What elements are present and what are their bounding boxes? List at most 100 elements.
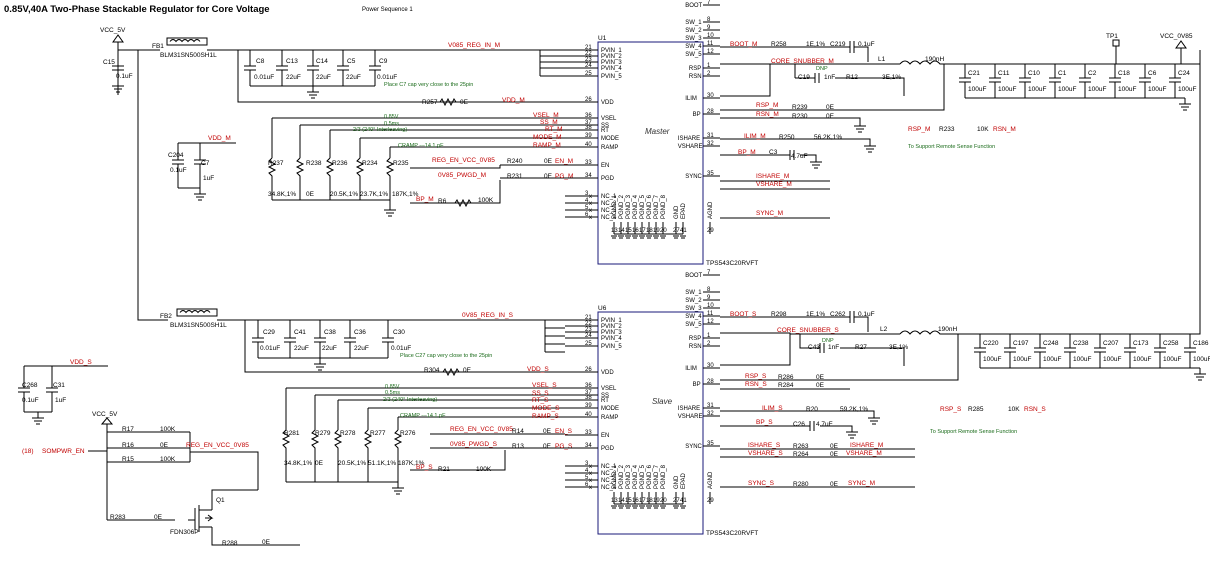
- r257-value: 0E: [460, 99, 469, 106]
- net-rsp-m: RSP_M: [756, 102, 778, 109]
- chip-u6-body[interactable]: [597, 311, 704, 535]
- net-boot-s: BOOT_S: [730, 311, 757, 318]
- net-boot-m: BOOT_M: [730, 41, 757, 48]
- output-cap-plates: [1004, 347, 1016, 353]
- output-cap-ref: C10: [1028, 70, 1040, 77]
- r278-ref: R278: [340, 430, 356, 437]
- u1-bottom-pin-name: PGND_2: [619, 194, 625, 219]
- r13-value: 0E: [543, 443, 552, 450]
- output-cap-plates: [1034, 347, 1046, 353]
- chip-u6-role: Slave: [652, 397, 673, 406]
- r288-ref: R288: [222, 540, 238, 547]
- r237-ref: R237: [268, 160, 284, 167]
- net-sync-s: SYNC_S: [748, 480, 775, 487]
- r236-ref: R236: [332, 160, 348, 167]
- output-cap-ref: C2: [1088, 70, 1097, 77]
- u6-pin-num: 7: [707, 270, 711, 276]
- c29-value: 0.01uF: [260, 345, 280, 352]
- c30-value: 0.01uF: [391, 345, 411, 352]
- u1-pin-name: NC_3: [601, 208, 617, 214]
- u1-bottom-pin-name: PGND_7: [654, 194, 660, 219]
- sheet-subtitle: Power Sequence 1: [362, 7, 413, 13]
- r230-value: 0E: [826, 113, 835, 120]
- u6-pin-name: SYNC: [685, 444, 702, 450]
- u1-gnd-symbol: [680, 235, 686, 239]
- c219-value: 0.1uF: [858, 41, 875, 48]
- r237-value: 34.8K,1%: [268, 191, 296, 198]
- u6-pin-num: 38: [585, 395, 592, 401]
- net-bp-m: BP_M: [738, 149, 756, 156]
- u6-bottom-pin-name: PGND_4: [633, 464, 639, 489]
- net-vdd-m: VDD_M: [502, 97, 525, 104]
- output-cap-plates: [989, 77, 1001, 83]
- r284-ref: R284: [778, 382, 794, 389]
- u6-pin-name: NC_2: [601, 471, 617, 477]
- u6-bottom-pin-num: 20: [660, 498, 667, 504]
- c41-value: 22uF: [294, 345, 309, 352]
- output-cap-ground: [965, 97, 1191, 111]
- u6-nc-mark: x: [589, 471, 592, 477]
- r6-value: 100K: [478, 197, 494, 204]
- c26-value: 4.7uF: [816, 421, 833, 428]
- u6-pin-num: 32: [707, 411, 714, 417]
- u6-pin-name: ILIM: [685, 366, 697, 372]
- r257-ref: R257: [422, 99, 438, 106]
- u6-pin-num: 3: [585, 461, 589, 467]
- u6-pin-num: 22: [585, 321, 592, 327]
- u6-pin-num: 25: [585, 341, 592, 347]
- u1-pin-num: 30: [707, 93, 714, 99]
- ferrite-bead-fb2: [176, 308, 218, 317]
- u6-gnd-symbol: [646, 505, 652, 509]
- u1-pin-num: 5: [585, 205, 589, 211]
- r304-value: 0E: [463, 367, 472, 374]
- u6-pin-name: RSN: [689, 344, 702, 350]
- chip-u1-body[interactable]: [597, 41, 704, 265]
- c15-value: 0.1uF: [116, 73, 133, 80]
- net-vsel-m: VSEL_M: [533, 112, 559, 119]
- r238-value: 0E: [306, 191, 315, 198]
- net-mode-s: MODE_S: [532, 405, 560, 412]
- u1-pin-name: RSN: [689, 74, 702, 80]
- r12-value: 3E,1%: [882, 74, 901, 81]
- c41-ref: C41: [294, 329, 306, 336]
- slave-input-caps: C29 0.01uF C41 22uF C38 22uF C36 22uF C3…: [252, 320, 411, 371]
- u1-pin-name: SYNC: [685, 174, 702, 180]
- r230-ref: R230: [792, 113, 808, 120]
- tp1-testpoint[interactable]: [1112, 39, 1120, 47]
- u1-pin-num: 4: [585, 198, 589, 204]
- u6-pin-name: RSP: [689, 336, 701, 342]
- u1-pin-name: SW_2: [685, 28, 702, 34]
- u1-pin-num: 1: [707, 63, 711, 69]
- u1-pin-num: 11: [707, 41, 714, 47]
- r279-value: 0E: [315, 460, 324, 467]
- u1-gnd-symbol: [639, 235, 645, 239]
- u6-bottom-pin-name: PGND_8: [661, 464, 667, 489]
- u6-pin-name: NC_1: [601, 464, 617, 470]
- c43-value: 1nF: [828, 344, 839, 351]
- u1-gnd-symbol: [618, 235, 624, 239]
- c15-ref: C15: [103, 59, 115, 66]
- vcc-0v85-label: VCC_0V85: [1160, 33, 1193, 40]
- r231-ref: R231: [507, 173, 523, 180]
- output-cap-ref: C220: [983, 340, 999, 347]
- r16-ref: R16: [122, 442, 134, 449]
- enable-net-label: REG_EN_VCC_0V85: [186, 442, 249, 449]
- output-cap-plates: [1079, 77, 1091, 83]
- note-rt: 2/3 (240° Interleaving): [353, 127, 407, 133]
- net-en-s: EN_S: [555, 428, 573, 435]
- u6-pin-name: RAMP: [601, 415, 618, 421]
- fb2-value: BLM31SN500SH1L: [170, 322, 227, 329]
- u1-pin-num: 7: [707, 0, 711, 6]
- net-ishare-m-link: ISHARE_M: [850, 442, 883, 449]
- u6-pin-num: 23: [585, 327, 592, 333]
- output-cap-plates: [1019, 77, 1031, 83]
- net-ramp-s: RAMP_S: [532, 413, 559, 420]
- dnp-c43: DNP: [822, 338, 834, 344]
- u6-bottom-pin-num: 41: [680, 498, 687, 504]
- net-vshare-m-link: VSHARE_M: [846, 450, 882, 457]
- u1-nc-mark: x: [589, 194, 592, 200]
- c14-value: 22uF: [316, 74, 331, 81]
- fb2-ref: FB2: [160, 313, 172, 320]
- c3-value: 4.7uF: [791, 153, 808, 160]
- c9-value: 0.01uF: [377, 74, 397, 81]
